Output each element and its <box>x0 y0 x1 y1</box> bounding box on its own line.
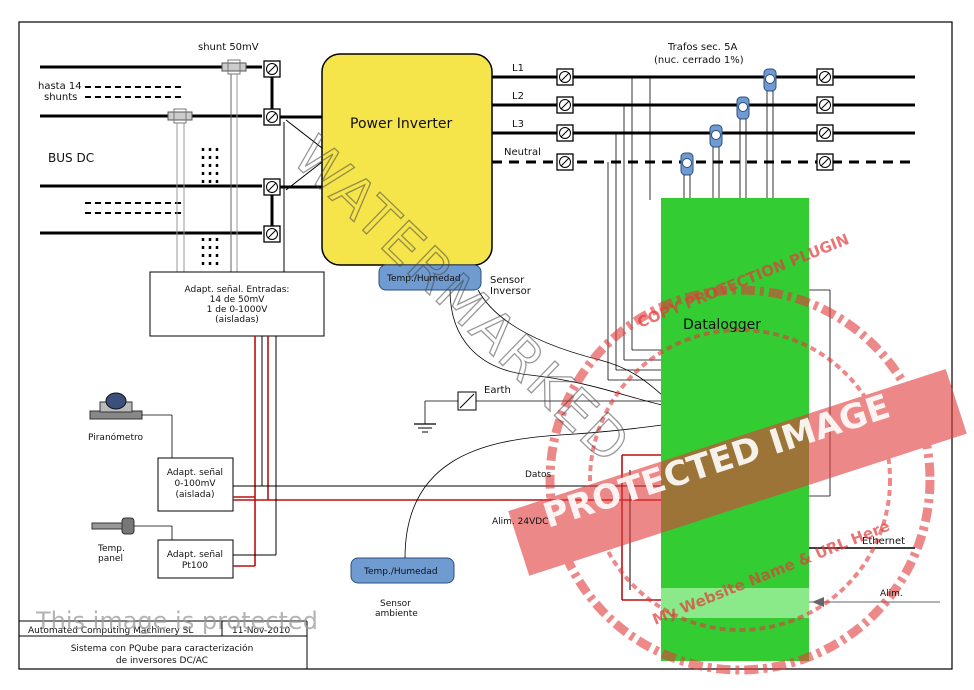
piranometro-icon <box>89 392 173 458</box>
adapt-pt100-line1: Adapt. señal <box>167 550 223 560</box>
terminal-icon <box>816 96 834 114</box>
terminal-icon <box>263 178 281 196</box>
adapt-0100-line3: (aislada) <box>176 490 215 500</box>
ct-wires <box>683 91 774 200</box>
sensor-ambiente-line1: Sensor <box>380 599 411 609</box>
sensor-inversor-box <box>378 264 482 291</box>
adapt-entradas-line2: 14 de 50mV <box>210 295 266 305</box>
sensor-ambiente-box <box>350 557 455 584</box>
terminal-icon <box>556 153 574 171</box>
bus-dc-label: BUS DC <box>48 151 94 165</box>
title-description-line1: Sistema con PQube para caracterización <box>71 643 254 654</box>
protected-notice: This image is protected <box>35 607 318 635</box>
sensor-inversor-label-line2: Inversor <box>490 286 532 297</box>
datos-label: Datos <box>525 470 551 480</box>
title-description-line2: de inversores DC/AC <box>116 656 208 666</box>
power-inverter-label: Power Inverter <box>350 116 453 132</box>
drawing-frame <box>18 21 953 670</box>
shunt-second <box>167 108 193 272</box>
terminal-icon <box>263 225 281 243</box>
title-block <box>19 620 308 669</box>
neutral-label: Neutral <box>504 147 541 158</box>
temp-humedad-inversor-label: Temp./Humedad <box>386 274 461 284</box>
terminal-icon <box>816 153 834 171</box>
terminal-icon <box>816 68 834 86</box>
current-transformer-icon <box>736 96 750 120</box>
sensor-ambiente-line2: ambiente <box>375 609 418 619</box>
terminal-icon <box>556 96 574 114</box>
adapt-entradas-box <box>149 271 325 337</box>
temp-humedad-ambiente-label: Temp./Humedad <box>363 567 438 577</box>
title-company: Automated Computing Machinery SL <box>28 626 193 636</box>
terminal-icon <box>556 68 574 86</box>
sensor-inversor-label-line1: Sensor <box>490 275 525 286</box>
earth-label: Earth <box>484 385 511 396</box>
current-transformer-icon <box>763 68 777 92</box>
ethernet-label: Ethernet <box>862 536 905 547</box>
adapt-pt100-line2: Pt100 <box>182 561 208 571</box>
alim24-label: Alim. 24VDC <box>492 517 548 527</box>
adapt-entradas-line4: (aisladas) <box>215 315 259 325</box>
terminal-icon <box>816 124 834 142</box>
trafos-label-line2: (nuc. cerrado 1%) <box>654 55 744 66</box>
alim-label: Alim. <box>880 589 903 599</box>
terminal-icon <box>263 108 281 126</box>
shunt-label: shunt 50mV <box>198 42 259 53</box>
piranometro-label: Piranómetro <box>88 432 143 443</box>
l3-label: L3 <box>512 119 524 130</box>
terminal-icon <box>556 124 574 142</box>
protection-stamp <box>508 285 967 675</box>
ac-lines <box>492 75 915 164</box>
temp-panel-probe-icon <box>91 517 173 540</box>
adapt-0100-box <box>157 457 234 512</box>
hasta-label-line2: shunts <box>44 92 77 103</box>
l1-label: L1 <box>512 63 524 74</box>
trafos-label-line1: Trafos sec. 5A <box>667 42 737 53</box>
dc-wires <box>270 77 322 226</box>
terminal-icon <box>263 60 281 78</box>
adapt-0100-line2: 0-100mV <box>174 479 216 489</box>
title-date: 11-Nov-2010 <box>232 626 290 636</box>
datalogger-label: Datalogger <box>683 317 761 333</box>
hasta-label-line1: hasta 14 <box>38 81 82 92</box>
current-transformer-icon <box>680 152 694 176</box>
adapt-entradas-line1: Adapt. señal. Entradas: <box>185 285 290 295</box>
temp-panel-line1: Temp. <box>97 544 125 554</box>
adapt-pt100-box <box>157 539 234 579</box>
l2-label: L2 <box>512 91 524 102</box>
adapt-0100-line1: Adapt. señal <box>167 468 223 478</box>
temp-panel-line2: panel <box>98 554 123 564</box>
adapt-entradas-line3: 1 de 0-1000V <box>207 305 269 315</box>
current-transformer-icon <box>709 124 723 148</box>
shunt-top <box>221 59 247 272</box>
